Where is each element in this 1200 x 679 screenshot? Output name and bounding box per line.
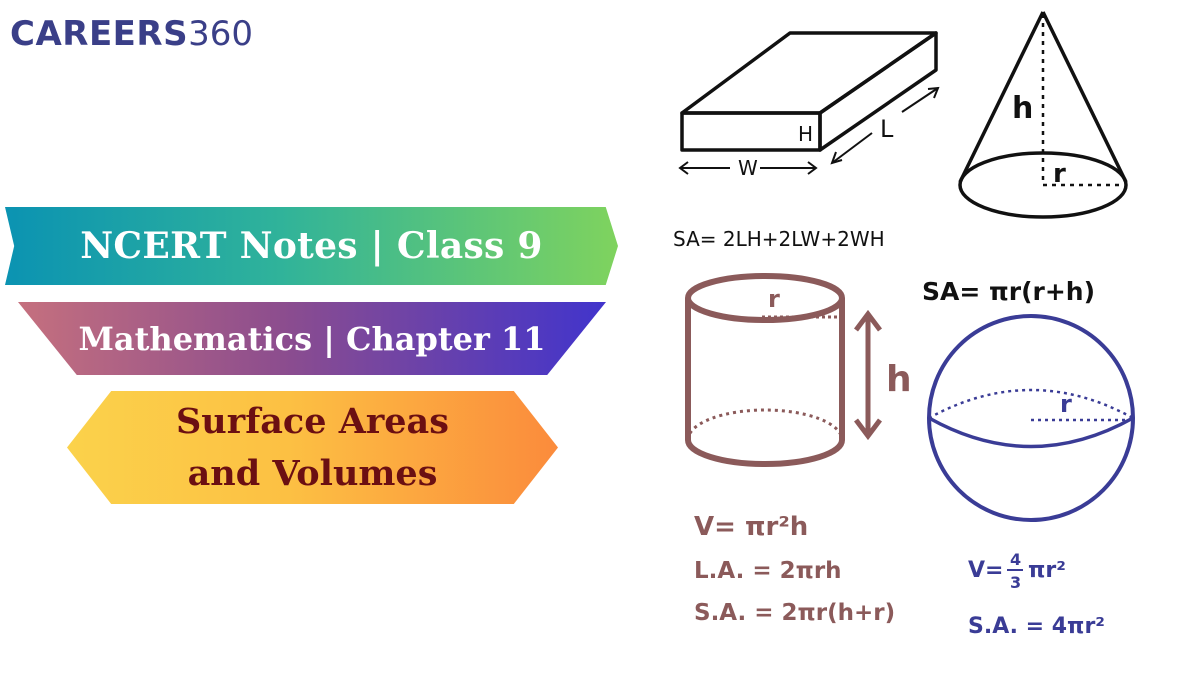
topic-banner-line2: and Volumes [187,452,438,494]
cylinder-volume-formula: V= πr²h [694,512,808,542]
geometry-sketch: H L W SA= 2LH+2LW+2WH h r SA= πr(r+h) [673,11,1135,639]
geometry-illustration: H L W SA= 2LH+2LW+2WH h r SA= πr(r+h) [650,0,1200,675]
cylinder-surface-area-formula: S.A. = 2πr(h+r) [694,600,895,626]
topic-banner-line1: Surface Areas [176,400,449,442]
cuboid-width-label: W [738,156,758,180]
sphere-volume-prefix: V= [968,558,1003,583]
sphere-volume-suffix: πr² [1028,558,1066,583]
cylinder-height-label: h [886,359,912,400]
cylinder-lateral-area-formula: L.A. = 2πrh [694,558,842,584]
cylinder-drawing [685,273,882,467]
cone-formula: SA= πr(r+h) [922,277,1095,306]
class-banner: NCERT Notes | Class 9 [5,207,618,285]
cone-height-label: h [1012,91,1033,126]
cuboid-dimension-arrows [678,86,940,175]
cylinder-radius-label: r [768,285,780,313]
topic-banner: Surface Areas and Volumes [67,391,558,504]
sphere-surface-area-formula: S.A. = 4πr² [968,614,1105,639]
cuboid-height-label: H [798,122,813,146]
chapter-banner-text: Mathematics | Chapter 11 [78,319,546,358]
chapter-banner: Mathematics | Chapter 11 [18,302,606,375]
cuboid-length-label: L [880,115,894,143]
cuboid-formula: SA= 2LH+2LW+2WH [673,227,885,251]
cone-radius-label: r [1053,159,1066,189]
cuboid-drawing [680,31,938,152]
sphere-volume-fraction-denominator: 3 [1010,573,1021,592]
careers360-logo[interactable]: CAREERS 360 [10,14,253,54]
sphere-volume-fraction-numerator: 4 [1010,550,1021,569]
sphere-drawing [927,314,1135,522]
logo-number-text: 360 [188,14,253,54]
sphere-radius-label: r [1060,390,1072,418]
cone-drawing [958,11,1128,219]
class-banner-text: NCERT Notes | Class 9 [80,225,543,267]
logo-brand-text: CAREERS [10,14,189,54]
